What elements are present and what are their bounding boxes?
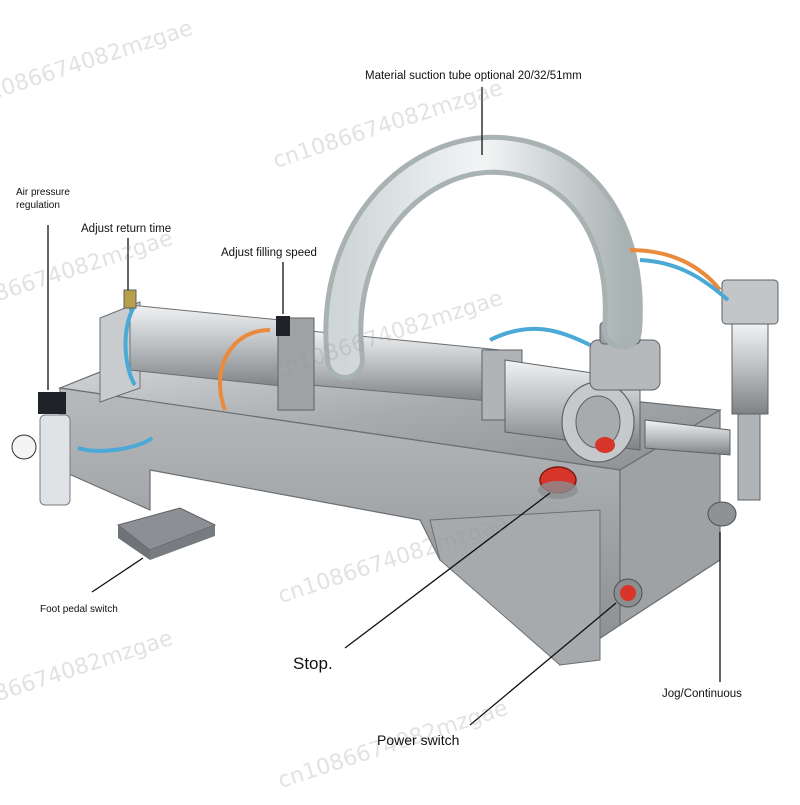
stop-button-base (538, 481, 578, 499)
return-time-valve (123, 289, 137, 309)
label-return-time: Adjust return time (81, 223, 172, 235)
label-stop: Stop. (293, 654, 333, 673)
orange-air-hose (218, 328, 271, 411)
blue-air-hose-mid (489, 326, 591, 347)
label-air-pressure: Air pressure regulation (16, 187, 70, 211)
nozzle-cylinder-top (721, 279, 779, 325)
foot-pedal-side (150, 525, 215, 560)
outlet-pipe (644, 419, 731, 456)
blue-air-hose-left (123, 303, 137, 387)
nozzle-body (731, 323, 769, 415)
orange-air-hose-right (629, 248, 722, 292)
leader-line-foot-pedal (91, 557, 144, 593)
material-suction-hose-highlight (328, 139, 638, 375)
nozzle-tube (737, 413, 761, 501)
label-filling-speed: Adjust filling speed (221, 247, 317, 259)
filling-speed-valve (276, 316, 290, 336)
label-power-switch: Power switch (377, 732, 460, 748)
power-switch-light (620, 585, 636, 601)
label-foot-pedal: Foot pedal switch (40, 604, 118, 615)
machine-control-box (429, 509, 601, 666)
pressure-gauge (11, 434, 37, 460)
leader-line-stop (344, 492, 551, 649)
label-jog-continuous: Jog/Continuous (662, 688, 742, 700)
label-material-tube: Material suction tube optional 20/32/51m… (365, 70, 582, 82)
air-filter-bowl (39, 414, 71, 506)
air-regulator-body (38, 392, 66, 414)
red-cap (595, 437, 615, 453)
nozzle-knob (707, 501, 737, 527)
leader-line-power-switch (469, 602, 617, 726)
foot-pedal-front (118, 525, 150, 560)
blue-air-hose-right (639, 258, 730, 302)
blue-air-hose-bottom (77, 436, 154, 453)
